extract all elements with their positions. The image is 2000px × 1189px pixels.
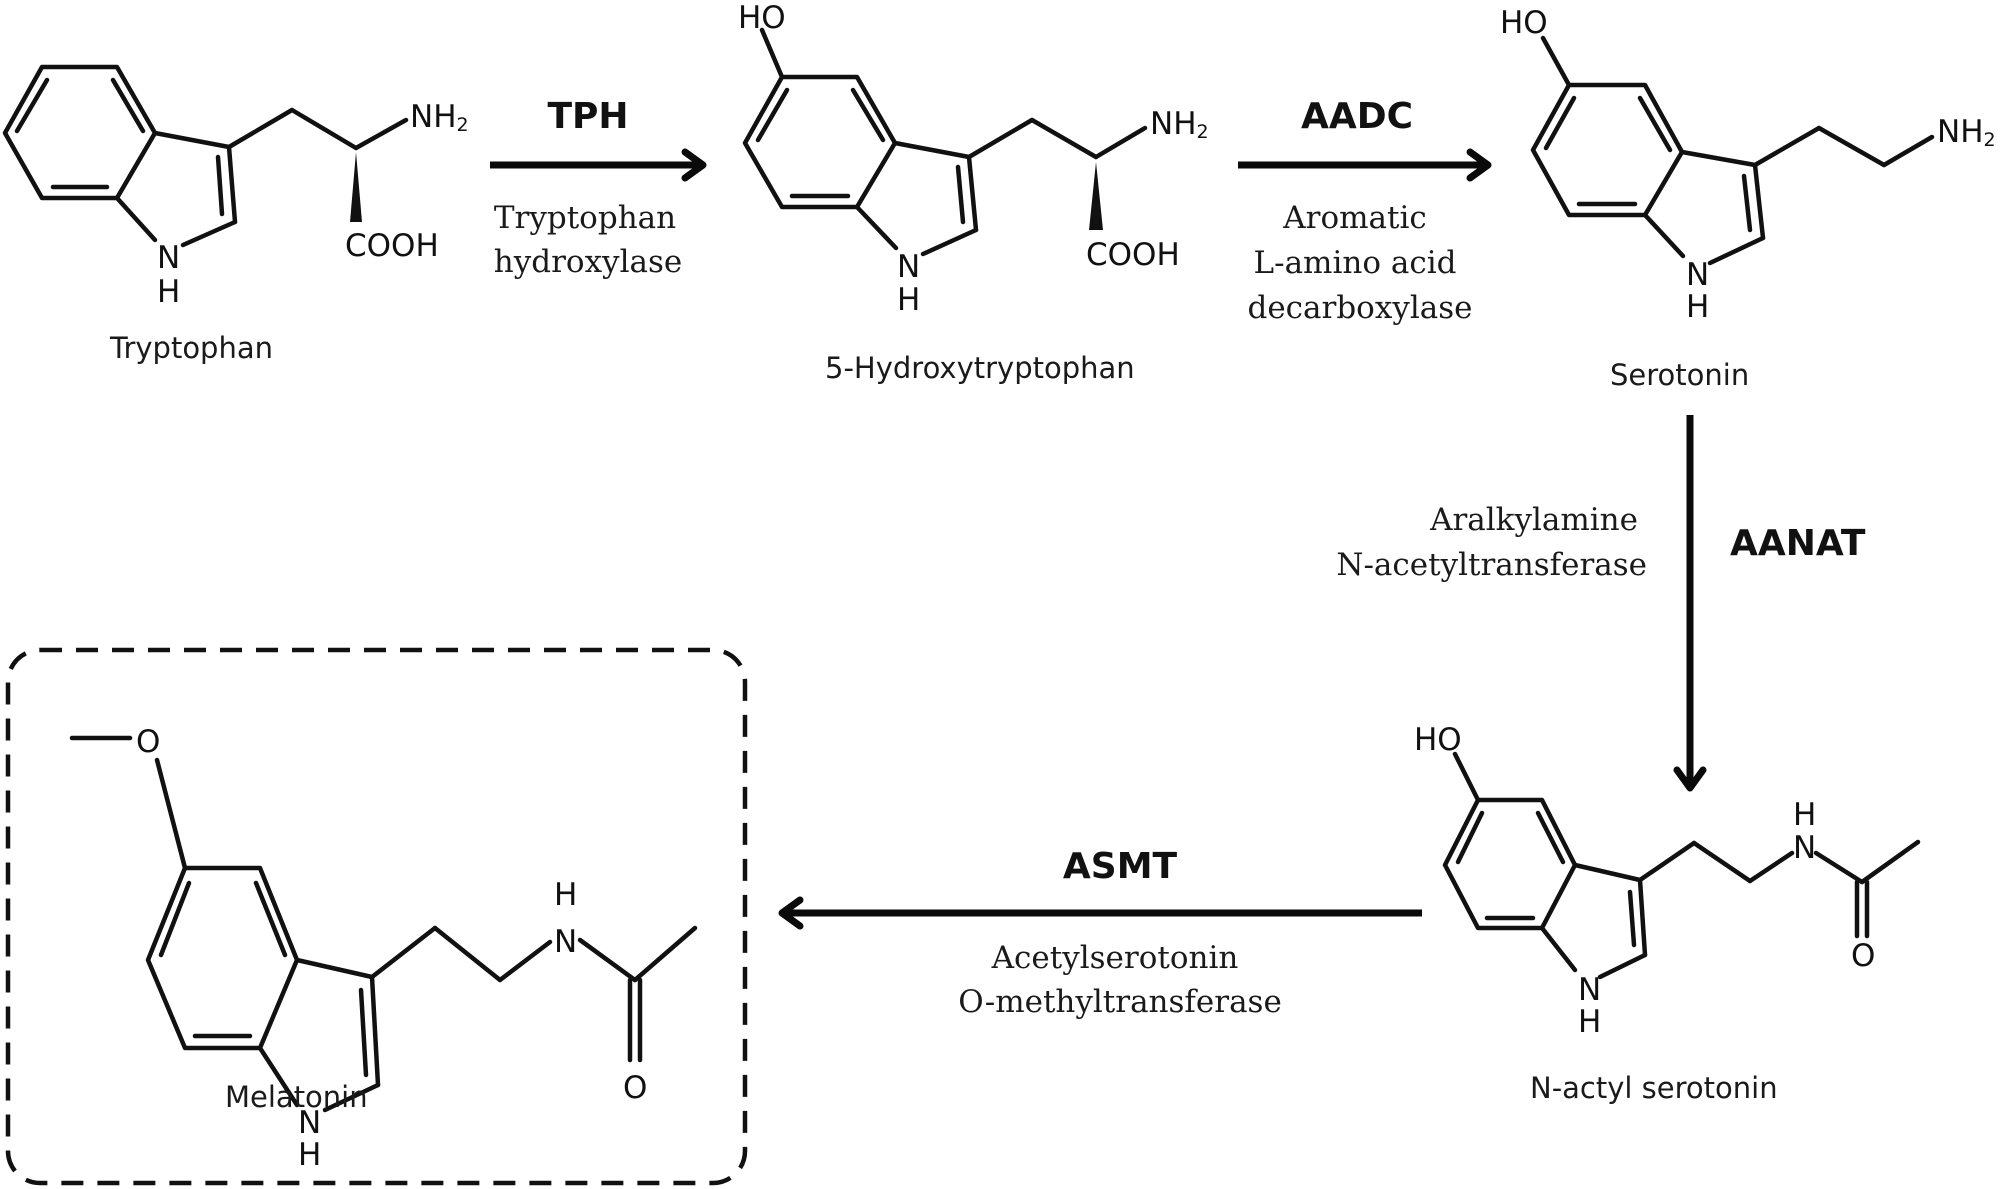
ring-nh-hydrogen-label: H bbox=[1578, 1004, 1601, 1040]
ring-nh-hydrogen-label: H bbox=[298, 1137, 321, 1173]
ring-nitrogen-label: N bbox=[897, 249, 920, 285]
enzyme-name-line-2: hydroxylase bbox=[494, 244, 682, 280]
arrowhead-icon bbox=[681, 148, 707, 182]
side-chain bbox=[966, 117, 1148, 230]
enzyme-abbreviation: AANAT bbox=[1730, 523, 1866, 564]
ring-nitrogen-label: N bbox=[1686, 257, 1709, 293]
carboxyl-label: COOH bbox=[1086, 237, 1180, 273]
enzyme-name-line-2: L-amino acid bbox=[1254, 245, 1457, 281]
molecule-melatonin: O N H H N O Melaton bbox=[69, 724, 698, 1173]
molecule-name-tryptophan: Tryptophan bbox=[109, 331, 273, 365]
molecule-name-n-acetyl-serotonin: N-actyl serotonin bbox=[1530, 1071, 1778, 1105]
molecule-name-5-hydroxytryptophan: 5-Hydroxytryptophan bbox=[825, 351, 1135, 385]
enzyme-name-line-1: Acetylserotonin bbox=[991, 940, 1239, 976]
ring-nitrogen-label: N bbox=[1578, 972, 1601, 1008]
side-chain bbox=[1637, 839, 1921, 939]
indole-ring bbox=[145, 865, 381, 1113]
enzyme-abbreviation: AADC bbox=[1301, 96, 1413, 137]
indole-ring bbox=[1530, 82, 1766, 266]
highlight-box bbox=[5, 647, 748, 1186]
enzyme-name-line-1: Aromatic bbox=[1282, 200, 1426, 236]
molecule-name-melatonin: Melatonin bbox=[225, 1080, 368, 1114]
enzyme-name-line-1: Tryptophan bbox=[494, 200, 676, 236]
ring-nitrogen-label: N bbox=[298, 1105, 321, 1141]
ring-nh-hydrogen-label: H bbox=[157, 274, 180, 310]
side-chain bbox=[369, 925, 698, 1063]
indole-ring bbox=[742, 74, 979, 257]
enzyme-name-line-2: N-acetyltransferase bbox=[1336, 547, 1647, 583]
arrowhead-icon bbox=[778, 896, 804, 930]
arrowhead-icon bbox=[1673, 766, 1707, 792]
amide-nitrogen-label: N bbox=[554, 924, 577, 960]
enzyme-name-line-3: decarboxylase bbox=[1247, 290, 1472, 326]
carbonyl-oxygen-label: O bbox=[1851, 938, 1875, 974]
carbonyl-oxygen-label: O bbox=[623, 1070, 647, 1106]
hydroxyl-label: HO bbox=[1414, 722, 1462, 758]
amide-hydrogen-label: H bbox=[1793, 797, 1816, 833]
carboxyl-label: COOH bbox=[345, 228, 439, 264]
enzyme-name-line-2: O-methyltransferase bbox=[958, 984, 1282, 1020]
side-chain bbox=[226, 107, 409, 222]
amine-label: NH2 bbox=[1150, 106, 1209, 143]
amide-nitrogen-label: N bbox=[1793, 830, 1816, 866]
arrowhead-icon bbox=[1466, 148, 1492, 182]
amine-label: NH2 bbox=[410, 99, 469, 136]
molecule-serotonin: HO N H NH2 Serotonin bbox=[1500, 5, 1996, 392]
ring-nh-hydrogen-label: H bbox=[1686, 289, 1709, 325]
molecule-tryptophan: N H NH2 COOH Tryptophan bbox=[2, 64, 469, 365]
reaction-step-asmt: ASMT Acetylserotonin O-methyltransferase bbox=[778, 846, 1422, 1020]
reaction-step-aadc: AADC Aromatic L-amino acid decarboxylase bbox=[1238, 96, 1492, 326]
molecule-n-acetyl-serotonin: HO N H H N O N-actyl serotonin bbox=[1414, 722, 1921, 1105]
molecule-5-hydroxytryptophan: HO N H NH2 COOH 5-Hydroxytryptophan bbox=[738, 0, 1209, 385]
enzyme-abbreviation: TPH bbox=[547, 96, 628, 137]
ring-nh-hydrogen-label: H bbox=[897, 282, 920, 318]
enzyme-abbreviation: ASMT bbox=[1063, 846, 1178, 887]
ring-nitrogen-label: N bbox=[157, 240, 180, 276]
reaction-step-tph: TPH Tryptophan hydroxylase bbox=[490, 96, 707, 280]
enzyme-name-line-1: Aralkylamine bbox=[1429, 502, 1638, 538]
reaction-step-aanat: AANAT Aralkylamine N-acetyltransferase bbox=[1336, 415, 1866, 792]
amide-hydrogen-label: H bbox=[554, 877, 577, 913]
hydroxyl-label: HO bbox=[1500, 5, 1548, 41]
molecule-name-serotonin: Serotonin bbox=[1610, 358, 1749, 392]
indole-ring bbox=[2, 64, 238, 248]
methoxy-oxygen-label: O bbox=[136, 724, 160, 760]
stereo-wedge bbox=[350, 152, 362, 222]
stereo-wedge bbox=[1089, 162, 1103, 230]
side-chain bbox=[1752, 125, 1935, 168]
indole-ring bbox=[1442, 797, 1648, 980]
amine-label: NH2 bbox=[1937, 114, 1996, 151]
